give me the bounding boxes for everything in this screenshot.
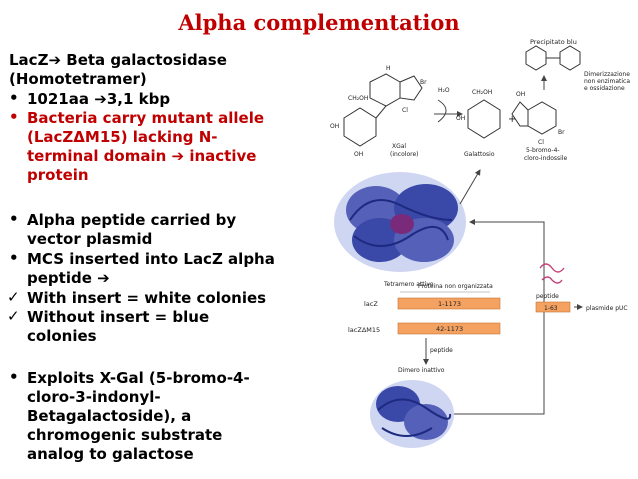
xgal-oh-label-2: OH [354, 151, 363, 158]
inactive-dimer-label: Dimero inattivo [398, 367, 445, 374]
peptide-alpha-structure [539, 263, 565, 284]
active-tetramer-structure [334, 172, 466, 272]
inactive-text: inactive [189, 147, 257, 165]
mcs-line-2: peptide ➔ [27, 269, 110, 288]
indoxyl-molecule [511, 101, 557, 135]
xgal-molecule [343, 73, 423, 147]
xgal-nh-label: H [386, 65, 391, 72]
inactive-dimer-structure [370, 380, 454, 448]
hydrolysis-curve [437, 99, 447, 123]
xgal-oh-label-1: OH [330, 123, 339, 130]
mutant-allele-line-3: terminal domain ➔ inactive [27, 147, 256, 166]
with-insert-text: With insert = white colonies [27, 289, 267, 307]
xgal-line-1: Exploits X-Gal (5-bromo-4- [27, 369, 250, 387]
alpha-complementation-figure: CH₂OH OH OH H Br Cl XGal (incolore) H₂O … [330, 38, 630, 448]
indoxyl-oh-label: OH [516, 91, 525, 98]
lacz-line: LacZ➔ Beta galactosidase [9, 51, 227, 70]
without-insert-line-2: colonies [27, 327, 97, 345]
galactose-oh-label: OH [456, 115, 465, 122]
laczm15-bar-range: 42-1173 [436, 325, 463, 333]
lacz-bar [397, 297, 501, 310]
xgal-cho-label: CH₂OH [348, 95, 368, 102]
mutant-allele-line-4: protein [27, 166, 89, 184]
dimerization-label-2: non enzimatica [584, 78, 630, 85]
galactose-molecule [467, 99, 501, 139]
without-insert-line-1: Without insert = blue [27, 308, 210, 326]
peptide-text: peptide [27, 269, 92, 287]
bullet-icon: • [9, 210, 19, 228]
peptide-bar [535, 301, 571, 313]
right-arrow-icon: ➔ [171, 147, 185, 165]
checkmark-icon: ✓ [7, 288, 20, 306]
galactose-cho-label: CH₂OH [472, 89, 492, 96]
mutant-allele-line-2: (LacZΔM15) lacking N- [27, 128, 218, 146]
complementation-loop-arrow [454, 219, 545, 415]
alpha-peptide-line-1: Alpha peptide carried by [27, 211, 237, 229]
indigo-molecule [525, 45, 581, 71]
tetramer-to-substrate-arrow [459, 169, 481, 205]
aa-count: 1021aa [27, 90, 89, 108]
bullet-icon: • [9, 368, 19, 386]
bromo-label-2: cloro-indossile [524, 155, 567, 162]
dimerization-label-3: e ossidazione [584, 85, 625, 92]
water-label: H₂O [438, 87, 450, 94]
precipitate-label: Precipitato blu [530, 38, 577, 46]
kbp-size: 3,1 kbp [106, 90, 171, 108]
slide-title: Alpha complementation [178, 10, 460, 35]
size-line: 1021aa ➔3,1 kbp [27, 90, 170, 109]
mutant-allele-line-1: Bacteria carry mutant allele [27, 109, 265, 127]
bullet-icon: • [9, 89, 19, 107]
peptide-alpha-small-label: peptide [430, 347, 453, 354]
lacz-product: Beta galactosidase [66, 51, 227, 69]
bullet-icon: • [9, 108, 19, 126]
terminal-domain-text: terminal domain [27, 147, 167, 165]
xgal-line-5: analog to galactose [27, 445, 194, 463]
peptide-right-label: peptide [536, 293, 559, 300]
alpha-peptide-line-2: vector plasmid [27, 230, 153, 248]
lacz-bar-label: lacZ [364, 300, 378, 308]
indoxyl-cl-label: Cl [538, 139, 544, 146]
xgal-label: XGal [392, 143, 406, 150]
xgal-line-4: chromogenic substrate [27, 426, 223, 444]
bromo-label-1: 5-bromo-4- [526, 147, 560, 154]
right-arrow-icon: ➔ [94, 90, 107, 108]
unorganized-protein-label: Proteina non organizzata [418, 283, 493, 290]
plasmid-label: plasmide pUC [586, 305, 628, 312]
xgal-incolore-label: (incolore) [390, 151, 419, 158]
xgal-br-label: Br [420, 79, 427, 86]
homotetramer-text: (Homotetramer) [9, 70, 147, 88]
laczm15-bar [397, 322, 501, 335]
bullet-icon: • [9, 249, 19, 267]
lacz-label: LacZ [9, 51, 49, 69]
xgal-line-3: Betagalactoside), a [27, 407, 192, 425]
lacz-bar-range: 1-1173 [438, 300, 461, 308]
plus-sign: + [508, 114, 516, 125]
galactose-label: Galattosio [464, 151, 495, 158]
active-tetramer-label: Tetramero attivo [383, 281, 434, 288]
mcs-line-1: MCS inserted into LacZ alpha [27, 250, 275, 268]
laczm15-bar-label: lacZΔM15 [348, 326, 380, 334]
indoxyl-br-label: Br [558, 129, 565, 136]
dimerization-label-1: Dimerizzazione [584, 71, 630, 78]
right-arrow-icon: ➔ [48, 51, 62, 69]
xgal-line-2: cloro-3-indonyl- [27, 388, 161, 406]
xgal-cl-label: Cl [402, 107, 408, 114]
checkmark-icon: ✓ [7, 307, 20, 325]
right-arrow-icon: ➔ [97, 269, 110, 287]
peptide-bar-range: 1-63 [544, 305, 558, 312]
